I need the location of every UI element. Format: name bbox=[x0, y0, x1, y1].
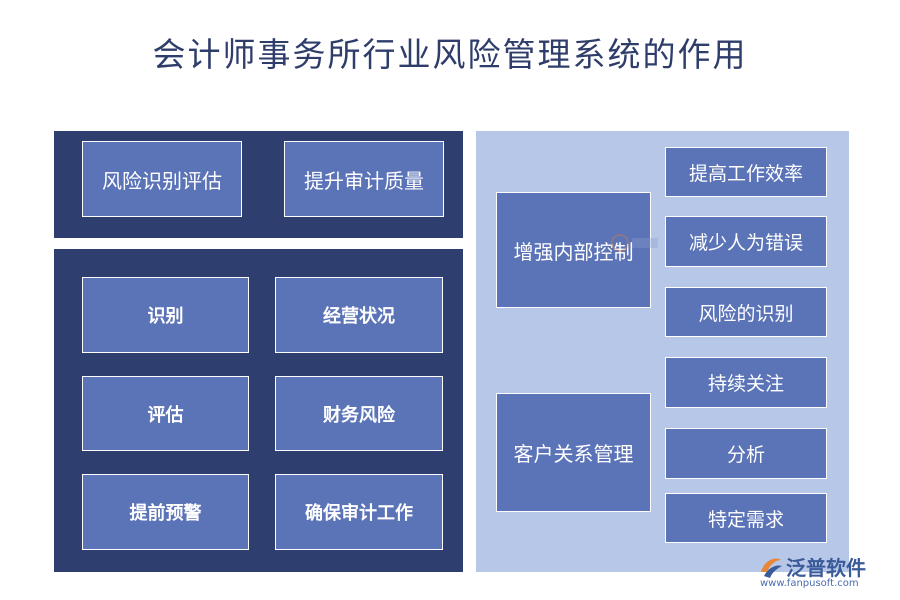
fanpu-logo-icon bbox=[761, 558, 782, 578]
box-operating-status: 经营状况 bbox=[275, 277, 443, 353]
box-identify: 识别 bbox=[82, 277, 249, 353]
box-ensure-audit-work: 确保审计工作 bbox=[275, 474, 443, 550]
box-client-relationship-management: 客户关系管理 bbox=[496, 393, 651, 512]
bottom-left-panel: 识别 经营状况 评估 财务风险 提前预警 确保审计工作 bbox=[54, 249, 463, 572]
top-left-panel: 风险识别评估 提升审计质量 bbox=[54, 131, 463, 238]
right-panel: 增强内部控制 提高工作效率 减少人为错误 风险的识别 客户关系管理 持续关注 分… bbox=[476, 131, 849, 572]
box-reduce-human-error: 减少人为错误 bbox=[665, 216, 827, 267]
box-improve-efficiency: 提高工作效率 bbox=[665, 147, 827, 197]
box-enhance-internal-control: 增强内部控制 bbox=[496, 192, 651, 308]
watermark-logo-icon bbox=[610, 232, 660, 254]
box-improve-audit-quality: 提升审计质量 bbox=[284, 141, 444, 217]
box-risk-recognition: 风险的识别 bbox=[665, 287, 827, 337]
box-early-warning: 提前预警 bbox=[82, 474, 249, 550]
brand-url: www.fanpusoft.com bbox=[760, 578, 859, 589]
page-title: 会计师事务所行业风险管理系统的作用 bbox=[152, 35, 748, 74]
box-continuous-attention: 持续关注 bbox=[665, 357, 827, 408]
box-financial-risk: 财务风险 bbox=[275, 376, 443, 451]
box-assess: 评估 bbox=[82, 376, 249, 451]
box-risk-identification-assessment: 风险识别评估 bbox=[82, 141, 242, 217]
box-analysis: 分析 bbox=[665, 428, 827, 479]
brand-name: 泛普软件 bbox=[786, 556, 866, 580]
box-specific-needs: 特定需求 bbox=[665, 493, 827, 543]
brand-logo: 泛普软件 www.fanpusoft.com bbox=[758, 552, 888, 592]
